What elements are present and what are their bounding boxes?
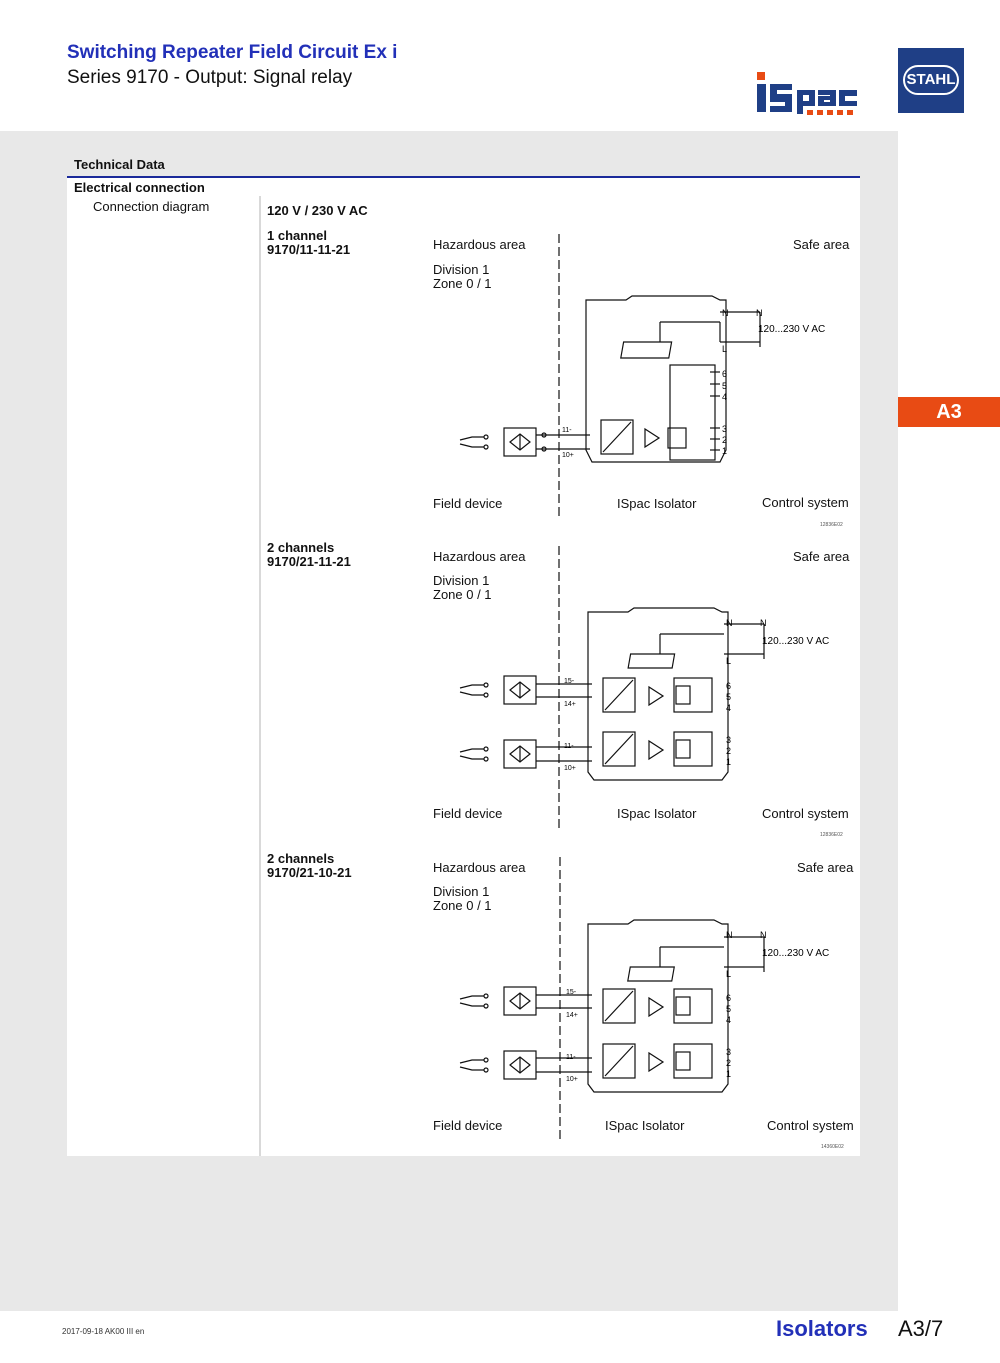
circuit-drawing: 11- 10+ N L N 6 5 4 3 2 1 120...230 V AC (459, 234, 825, 520)
voltage-heading: 120 V / 230 V AC (267, 203, 368, 218)
supply-label: 120...230 V AC (762, 636, 829, 647)
svg-text:6: 6 (722, 369, 727, 379)
hazardous-area-label: Hazardous area (433, 860, 526, 875)
variant-label: 1 channel 9170/11-11-21 (267, 229, 350, 257)
svg-text:2: 2 (722, 435, 727, 445)
svg-text:5: 5 (726, 692, 731, 702)
safe-area-label: Safe area (793, 549, 850, 564)
page-title: Switching Repeater Field Circuit Ex i (67, 42, 398, 63)
svg-text:1: 1 (726, 1069, 731, 1079)
variant-label: 2 channels 9170/21-11-21 (267, 541, 351, 569)
zone-label: Division 1 Zone 0 / 1 (433, 263, 492, 291)
zone-value: Zone 0 / 1 (433, 587, 492, 602)
svg-text:L: L (726, 656, 731, 666)
svg-text:14+: 14+ (566, 1012, 578, 1019)
safe-area-label: Safe area (793, 237, 850, 252)
svg-text:4: 4 (726, 703, 731, 713)
supply-label: 120...230 V AC (758, 324, 825, 335)
svg-text:3: 3 (726, 1047, 731, 1057)
zone-value: Zone 0 / 1 (433, 898, 492, 913)
hazardous-area-label: Hazardous area (433, 549, 526, 564)
svg-text:4: 4 (726, 1015, 731, 1025)
control-system-label: Control system (762, 806, 849, 821)
drawing-code: 14360E02 (821, 1144, 844, 1150)
svg-text:1: 1 (726, 757, 731, 767)
circuit-drawing: 15- 14+ 11- 10+ N L N 6 5 4 3 2 1 120...… (459, 857, 829, 1140)
svg-text:6: 6 (726, 993, 731, 1003)
variant-channels: 2 channels (267, 851, 335, 866)
svg-text:3: 3 (722, 424, 727, 434)
svg-text:15-: 15- (566, 989, 577, 996)
field-device-label: Field device (433, 1118, 503, 1133)
svg-text:10+: 10+ (562, 452, 574, 459)
svg-text:3: 3 (726, 735, 731, 745)
svg-text:4: 4 (722, 392, 727, 402)
svg-text:N: N (756, 308, 763, 318)
section-title: Technical Data (74, 157, 165, 172)
row-label: Connection diagram (93, 199, 210, 214)
svg-text:N: N (726, 930, 733, 940)
zone-label: Division 1 Zone 0 / 1 (433, 574, 492, 602)
footer-date: 2017-09-18 AK00 III en (62, 1327, 145, 1336)
variant-part-number: 9170/11-11-21 (267, 242, 351, 257)
variant-label: 2 channels 9170/21-10-21 (267, 852, 352, 880)
ispac-logo (757, 72, 857, 115)
svg-text:2: 2 (726, 746, 731, 756)
supply-label: 120...230 V AC (762, 948, 829, 959)
control-system-label: Control system (762, 495, 849, 510)
page-number: A3/7 (898, 1316, 944, 1341)
svg-text:2: 2 (726, 1058, 731, 1068)
svg-text:L: L (726, 969, 731, 979)
footer-category: Isolators (776, 1316, 868, 1341)
drawing-code: 12836E02 (820, 832, 843, 838)
svg-text:L: L (722, 344, 727, 354)
svg-text:14+: 14+ (564, 701, 576, 708)
svg-text:5: 5 (726, 1004, 731, 1014)
svg-text:5: 5 (722, 381, 727, 391)
svg-text:10+: 10+ (564, 765, 576, 772)
zone-label: Division 1 Zone 0 / 1 (433, 885, 492, 913)
variant-part-number: 9170/21-11-21 (267, 554, 351, 569)
control-system-label: Control system (767, 1118, 854, 1133)
svg-text:15-: 15- (564, 678, 575, 685)
safe-area-label: Safe area (797, 860, 854, 875)
isolator-label: ISpac Isolator (617, 496, 697, 511)
section-divider (67, 176, 860, 178)
stahl-logo: STAHL (898, 48, 964, 113)
variant-channels: 2 channels (267, 540, 335, 555)
zone-value: Zone 0 / 1 (433, 276, 492, 291)
section-tab[interactable]: A3 (898, 397, 1000, 427)
hazardous-area-label: Hazardous area (433, 237, 526, 252)
svg-text:N: N (726, 618, 733, 628)
svg-text:N: N (722, 308, 729, 318)
isolator-label: ISpac Isolator (605, 1118, 685, 1133)
section-subtitle: Electrical connection (74, 180, 205, 195)
svg-text:10+: 10+ (566, 1076, 578, 1083)
column-divider (259, 196, 261, 1156)
connection-diagram-3: Hazardous area Division 1 Zone 0 / 1 Saf… (420, 855, 870, 1155)
svg-text:1: 1 (722, 446, 727, 456)
field-device-label: Field device (433, 496, 503, 511)
division-label: Division 1 (433, 573, 490, 588)
drawing-code: 12836E02 (820, 522, 843, 528)
connection-diagram-2: Hazardous area Division 1 Zone 0 / 1 Saf… (420, 544, 870, 844)
stahl-logo-text: STAHL (903, 65, 959, 95)
svg-text:11-: 11- (562, 427, 572, 434)
svg-text:N: N (760, 930, 767, 940)
field-device-label: Field device (433, 806, 503, 821)
division-label: Division 1 (433, 884, 490, 899)
connection-diagram-1: Hazardous area Division 1 Zone 0 / 1 Saf… (420, 232, 870, 532)
svg-text:11-: 11- (564, 743, 574, 750)
variant-channels: 1 channel (267, 228, 327, 243)
page-subtitle: Series 9170 - Output: Signal relay (67, 67, 353, 88)
variant-part-number: 9170/21-10-21 (267, 865, 352, 880)
svg-text:N: N (760, 618, 767, 628)
svg-text:6: 6 (726, 681, 731, 691)
svg-text:11-: 11- (566, 1054, 576, 1061)
division-label: Division 1 (433, 262, 490, 277)
isolator-label: ISpac Isolator (617, 806, 697, 821)
circuit-drawing: 15- 14+ 11- 10+ N L N 6 5 4 3 2 1 120...… (459, 546, 829, 828)
